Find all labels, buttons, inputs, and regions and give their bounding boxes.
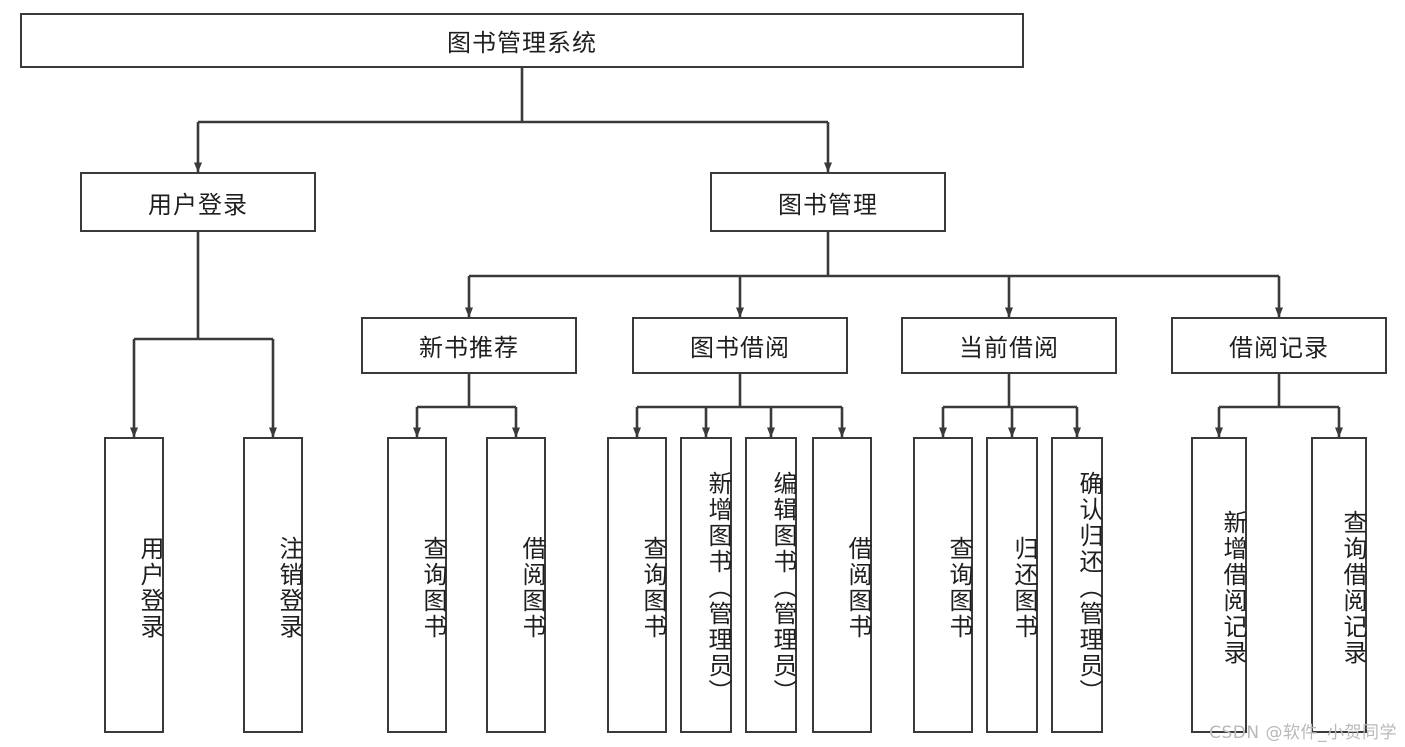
node-label: 图书借阅 xyxy=(690,334,790,362)
node-label: 用户登录 xyxy=(136,536,164,640)
node-root[interactable]: 图书管理系统 xyxy=(20,13,1024,68)
node-label: 注销登录 xyxy=(275,536,303,640)
node-label: 图书管理系统 xyxy=(447,29,597,57)
node-leaf-query-book-1[interactable]: 查询图书 xyxy=(387,437,447,733)
node-label: 借阅图书 xyxy=(518,536,546,640)
node-leaf-logout[interactable]: 注销登录 xyxy=(243,437,303,733)
node-current-borrow[interactable]: 当前借阅 xyxy=(901,317,1117,374)
node-leaf-user-login[interactable]: 用户登录 xyxy=(104,437,164,733)
node-label: 借阅记录 xyxy=(1229,334,1329,362)
node-leaf-borrow-book-1[interactable]: 借阅图书 xyxy=(486,437,546,733)
node-label: 图书管理 xyxy=(778,190,878,219)
node-leaf-query-record[interactable]: 查询借阅记录 xyxy=(1311,437,1367,733)
node-leaf-confirm-return[interactable]: 确认归还（管理员） xyxy=(1051,437,1103,733)
node-borrow-record[interactable]: 借阅记录 xyxy=(1171,317,1387,374)
node-label: 查询图书 xyxy=(945,536,973,640)
node-label: 新书推荐 xyxy=(419,334,519,362)
node-new-book-recommend[interactable]: 新书推荐 xyxy=(361,317,577,374)
node-label: 编辑图书（管理员） xyxy=(769,471,797,705)
node-leaf-query-book-3[interactable]: 查询图书 xyxy=(913,437,973,733)
node-label: 用户登录 xyxy=(148,190,248,219)
node-label: 查询借阅记录 xyxy=(1339,510,1367,666)
node-label: 归还图书 xyxy=(1010,536,1038,640)
node-label: 借阅图书 xyxy=(844,536,872,640)
node-label: 当前借阅 xyxy=(959,334,1059,362)
node-book-manage[interactable]: 图书管理 xyxy=(710,172,946,232)
watermark-label: CSDN @软件_小贺同学 xyxy=(1209,723,1397,743)
node-leaf-add-record[interactable]: 新增借阅记录 xyxy=(1191,437,1247,733)
node-book-borrow[interactable]: 图书借阅 xyxy=(632,317,848,374)
node-leaf-return-book[interactable]: 归还图书 xyxy=(986,437,1038,733)
node-label: 查询图书 xyxy=(639,536,667,640)
node-user-login[interactable]: 用户登录 xyxy=(80,172,316,232)
node-label: 新增图书（管理员） xyxy=(704,471,732,705)
node-label: 查询图书 xyxy=(419,536,447,640)
node-leaf-add-book[interactable]: 新增图书（管理员） xyxy=(680,437,732,733)
node-leaf-query-book-2[interactable]: 查询图书 xyxy=(607,437,667,733)
node-leaf-borrow-book-2[interactable]: 借阅图书 xyxy=(812,437,872,733)
node-label: 确认归还（管理员） xyxy=(1075,471,1103,705)
node-label: 新增借阅记录 xyxy=(1219,510,1247,666)
node-leaf-edit-book[interactable]: 编辑图书（管理员） xyxy=(745,437,797,733)
